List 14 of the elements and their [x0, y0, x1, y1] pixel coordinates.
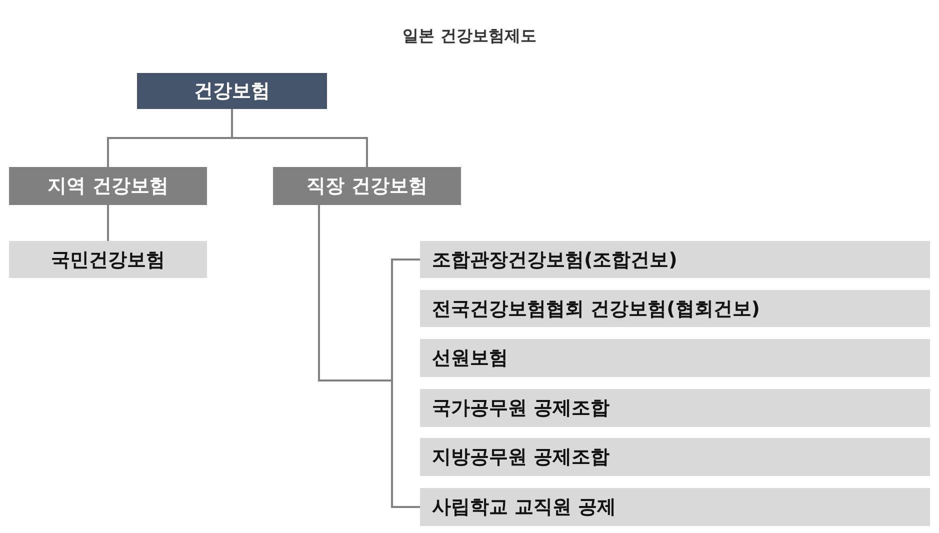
category-box: 직장 건강보험 — [273, 167, 461, 205]
item-bar: 선원보험 — [420, 339, 930, 377]
root-box: 건강보험 — [137, 73, 327, 109]
item-bar: 사립학교 교직원 공제 — [420, 488, 930, 526]
item-bar: 전국건강보험협회 건강보험(협회건보) — [420, 290, 930, 327]
connector-line — [107, 205, 109, 241]
item-bar: 조합관장건강보험(조합건보) — [420, 241, 930, 278]
category-box: 지역 건강보험 — [9, 167, 207, 205]
connector-line — [231, 109, 368, 167]
connector-line — [318, 205, 420, 508]
item-box: 국민건강보험 — [9, 241, 207, 278]
item-bar: 국가공무원 공제조합 — [420, 389, 930, 427]
item-bar: 지방공무원 공제조합 — [420, 438, 930, 476]
title: 일본 건강보험제도 — [402, 26, 536, 45]
